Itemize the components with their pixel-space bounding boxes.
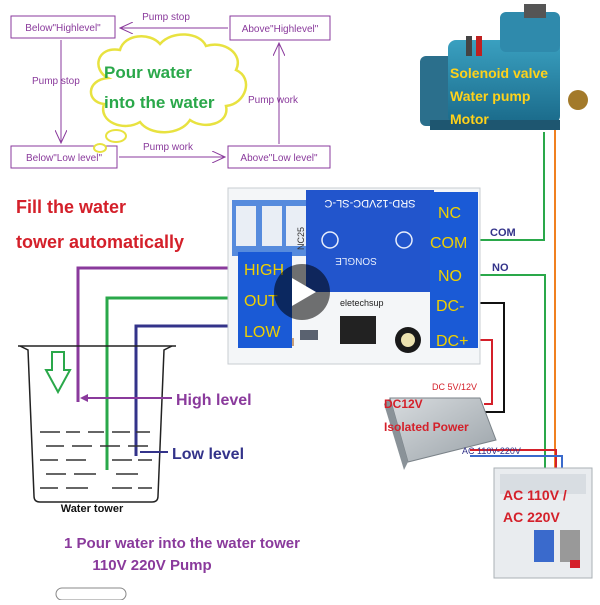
- box-below-low-label: Below"Low level": [26, 153, 102, 164]
- box-below-high-label: Below"Highlevel": [25, 23, 101, 34]
- wire-label-com: COM: [490, 227, 516, 239]
- terminal-dc-minus: DC-: [436, 298, 464, 315]
- low-level-label: Low level: [172, 446, 244, 463]
- wire-dc-plus: [470, 339, 493, 405]
- psu-label-line2: Isolated Power: [384, 420, 469, 434]
- pump-stop-top-label: Pump stop: [142, 12, 190, 23]
- cloud-text-line2: into the water: [104, 93, 215, 112]
- psu-ac-input: AC 110V-220V: [462, 446, 521, 456]
- heading-line2: tower automatically: [16, 232, 184, 252]
- box-below-high: [10, 15, 116, 39]
- pump-label-line2: Water pump: [450, 88, 530, 104]
- wire-out: [105, 296, 252, 470]
- cloud-text-line1: Pour water: [104, 63, 192, 82]
- wire-dc-minus: [470, 302, 505, 413]
- bottom-fade-strip: [55, 587, 127, 601]
- wire-com: [470, 132, 545, 241]
- pump-label-line3: Motor: [450, 111, 489, 127]
- box-below-low: [10, 145, 118, 169]
- wires: [76, 130, 563, 472]
- water-tower-label: Water tower: [61, 503, 124, 515]
- box-above-low: [227, 145, 331, 169]
- video-play-button[interactable]: [274, 264, 330, 320]
- wire-ac-blue: [470, 455, 563, 472]
- breaker-label-line2: AC 220V: [503, 509, 560, 525]
- terminal-nc: NC: [438, 205, 461, 222]
- breaker-label-line1: AC 110V /: [503, 487, 567, 503]
- play-icon: [292, 278, 316, 306]
- terminal-com: COM: [430, 235, 467, 252]
- caption-line2: 110V 220V Pump: [92, 557, 211, 574]
- water-pump: Solenoid valve Water pump Motor: [420, 4, 588, 130]
- relay-model-text: SRD-12VDC-SL-C: [324, 197, 415, 209]
- psu-label-line1: DC12V: [384, 397, 423, 411]
- high-level-label: High level: [176, 392, 252, 409]
- pump-stop-left-label: Pump stop: [32, 76, 80, 87]
- box-above-high: [229, 15, 331, 41]
- wire-ac-red: [470, 449, 557, 470]
- relay-module: SRD-12VDC-SL-C SONGLE NC25 eletechsup HI…: [227, 187, 481, 365]
- terminal-out: OUT: [244, 293, 278, 310]
- psu-dc-range: DC 5V/12V: [432, 382, 477, 392]
- wire-label-no: NO: [492, 262, 509, 274]
- pump-work-right-label: Pump work: [248, 95, 299, 106]
- brand-text: eletechsup: [340, 298, 384, 308]
- heading-line1: Fill the water: [16, 197, 126, 217]
- inflow-arrow: [44, 351, 72, 395]
- flow-diagram: Below"Highlevel" Above"Highlevel" Below"…: [10, 12, 331, 169]
- circuit-breaker: AC 110V / AC 220V: [493, 467, 593, 579]
- terminal-no: NO: [438, 268, 462, 285]
- tank-outline: [19, 345, 173, 503]
- wire-high: [76, 266, 252, 402]
- terminal-dc-plus: DC+: [436, 333, 468, 350]
- terminal-high: HIGH: [244, 262, 284, 279]
- pump-label-line1: Solenoid valve: [450, 65, 548, 81]
- water-dashes: [40, 431, 152, 489]
- box-above-high-label: Above"Highlevel": [242, 24, 319, 35]
- caption-line1: 1 Pour water into the water tower: [64, 535, 300, 552]
- pump-work-bottom-label: Pump work: [143, 142, 194, 153]
- power-supply: DC 5V/12V DC12V Isolated Power AC 110V-2…: [384, 382, 521, 470]
- water-tower: High level Low level Water tower: [18, 345, 252, 515]
- terminal-block-right: [430, 192, 478, 348]
- wire-no: [470, 274, 546, 470]
- nc25-text: NC25: [296, 227, 306, 250]
- box-above-low-label: Above"Low level": [240, 153, 318, 164]
- terminal-low: LOW: [244, 324, 281, 341]
- wire-low: [134, 324, 252, 456]
- thought-cloud: Pour water into the water: [89, 33, 248, 153]
- relay-brand-text: SONGLE: [335, 255, 377, 266]
